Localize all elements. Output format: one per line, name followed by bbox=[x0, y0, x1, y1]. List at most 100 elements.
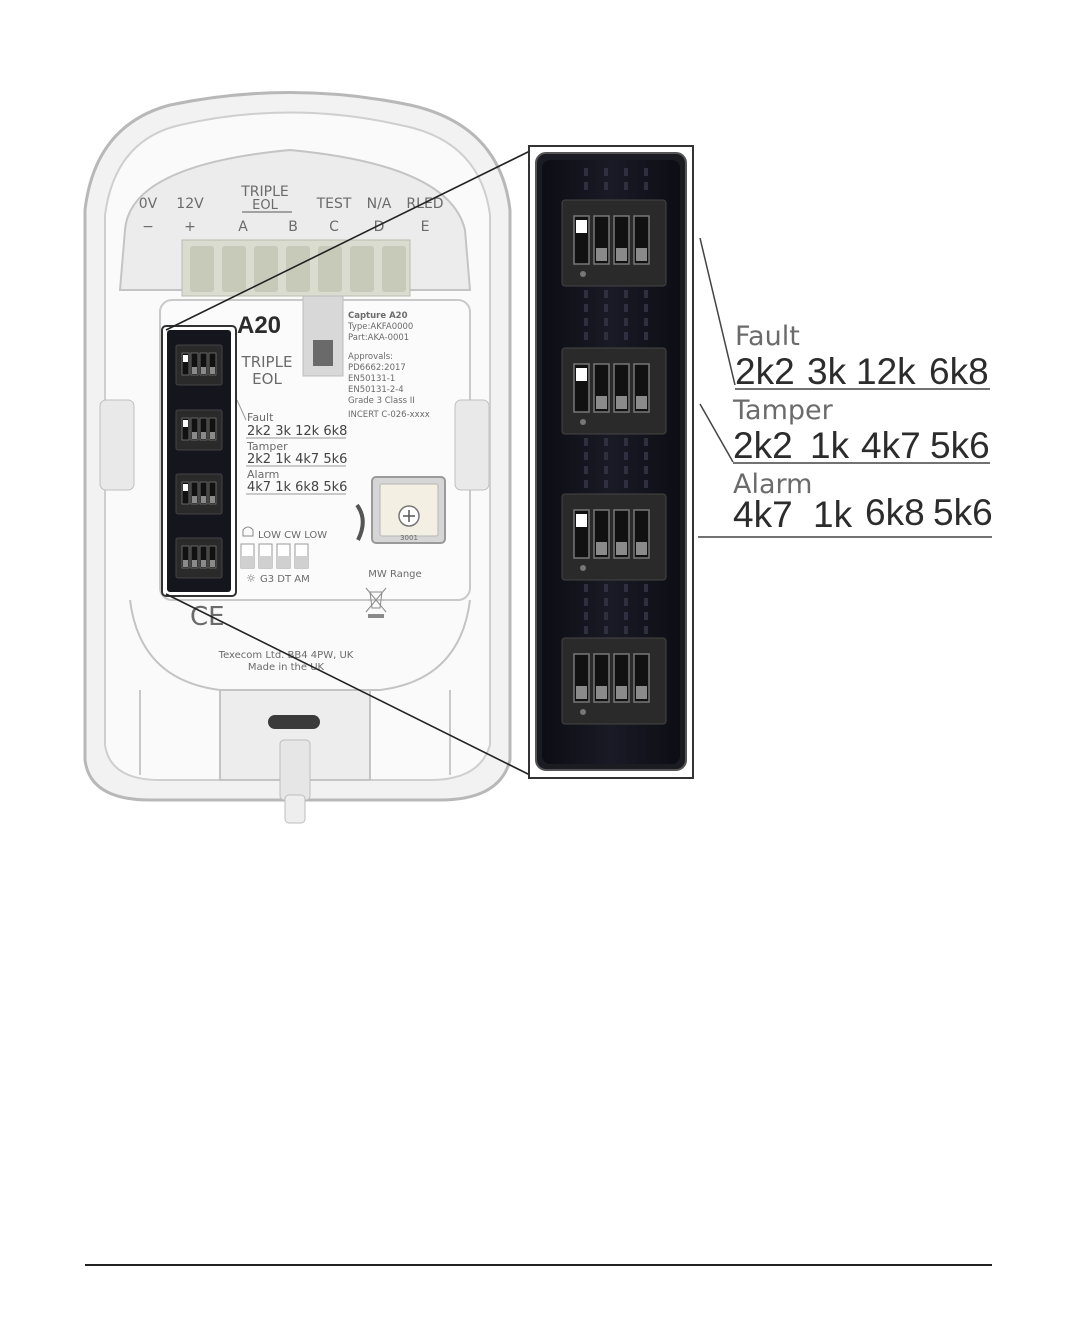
header-pin bbox=[644, 598, 648, 606]
approvals-line: PD6662:2017 bbox=[348, 363, 406, 373]
dip-switch-lever-off bbox=[636, 542, 647, 555]
small-dip-switch-slot bbox=[190, 352, 199, 376]
terminal-3-label: B bbox=[288, 219, 298, 235]
led-row-bottom-label: G3 DT AM bbox=[260, 574, 310, 585]
board-heading-line2: EOL bbox=[252, 370, 282, 388]
header-pin bbox=[644, 290, 648, 298]
dip-switch-lever-off bbox=[636, 396, 647, 409]
small-dip-switch-slot bbox=[181, 481, 190, 505]
header-pin bbox=[584, 480, 588, 488]
terminal-4-label: TEST bbox=[316, 196, 352, 212]
header-pin bbox=[624, 612, 628, 620]
dip-switch-lever-off bbox=[596, 248, 607, 261]
small-fault-label: Fault bbox=[247, 411, 274, 424]
header-pin bbox=[644, 182, 648, 190]
terminal-6-sign: E bbox=[421, 219, 430, 235]
terminal-0-label: 0V bbox=[139, 196, 158, 212]
header-pin bbox=[584, 612, 588, 620]
mw-range-label: MW Range bbox=[368, 569, 421, 580]
header-pin bbox=[604, 612, 608, 620]
approvals-line: Approvals: bbox=[348, 352, 393, 362]
board-labels: A20 TRIPLE EOL Fault 2k2 3k 12k 6k8 Tamp… bbox=[218, 311, 446, 673]
header-pin bbox=[624, 452, 628, 460]
small-fault-values: 2k2 3k 12k 6k8 bbox=[247, 424, 347, 439]
small-tamper-values: 2k2 1k 4k7 5k6 bbox=[247, 452, 347, 467]
led-config-block: LOW CW LOW ☼ G3 DT AM bbox=[240, 526, 327, 585]
header-pin bbox=[584, 598, 588, 606]
approvals-line: Part:AKA-0001 bbox=[348, 333, 409, 343]
header-pin bbox=[644, 626, 648, 634]
manufacturer-line1: Texecom Ltd. BB4 4PW, UK bbox=[218, 650, 354, 661]
header-pin bbox=[644, 318, 648, 326]
small-dip-switch-slot bbox=[199, 545, 208, 569]
tamper-value-1: 1k bbox=[810, 425, 850, 466]
header-pin bbox=[644, 480, 648, 488]
small-dip-switch-slot bbox=[181, 545, 190, 569]
mw-range-control: 3001 MW Range bbox=[355, 476, 446, 618]
small-dip-switch-lever bbox=[192, 432, 197, 439]
small-dip-switch-slot bbox=[208, 545, 217, 569]
small-dip-switch-block bbox=[175, 537, 223, 579]
small-dip-switch-lever bbox=[210, 496, 215, 503]
dip-switch-lever-off bbox=[616, 686, 627, 699]
fault-value-1: 3k bbox=[807, 351, 847, 392]
header-pin bbox=[584, 584, 588, 592]
alarm-value-0: 4k7 bbox=[733, 494, 793, 535]
dip-switch-lever-off bbox=[636, 248, 647, 261]
small-dip-switch-slot bbox=[208, 352, 217, 376]
approvals-line: EN50131-1 bbox=[348, 374, 395, 384]
small-dip-switch-slot bbox=[208, 417, 217, 441]
header-pin bbox=[644, 466, 648, 474]
small-dip-switch-lever bbox=[201, 496, 206, 503]
dip-switch-lever-off bbox=[616, 396, 627, 409]
header-pin bbox=[604, 626, 608, 634]
header-pin bbox=[624, 466, 628, 474]
small-dip-switch-slot bbox=[181, 417, 190, 441]
fault-label: Fault bbox=[735, 321, 800, 352]
alarm-value-2: 6k8 bbox=[865, 492, 925, 533]
header-pin bbox=[624, 584, 628, 592]
tamper-value-3: 5k6 bbox=[930, 425, 990, 466]
small-tamper-label: Tamper bbox=[246, 440, 288, 453]
header-pin bbox=[624, 168, 628, 176]
dip-switch-marker bbox=[580, 709, 586, 715]
dip-switch-lever-off bbox=[596, 542, 607, 555]
small-dip-switch-lever bbox=[183, 355, 188, 362]
header-pin bbox=[624, 182, 628, 190]
header-pin bbox=[624, 304, 628, 312]
header-pin bbox=[624, 626, 628, 634]
header-pin bbox=[624, 480, 628, 488]
small-dip-switch-lever bbox=[183, 560, 188, 567]
led-row-top-label: LOW CW LOW bbox=[258, 530, 327, 541]
header-pin bbox=[644, 332, 648, 340]
header-pin bbox=[604, 480, 608, 488]
dip-switch-marker bbox=[580, 419, 586, 425]
header-pin bbox=[604, 168, 608, 176]
small-dip-switch-slot bbox=[199, 352, 208, 376]
small-dip-switch-slot bbox=[208, 481, 217, 505]
small-dip-switch-lever bbox=[183, 420, 188, 427]
bell-icon bbox=[242, 526, 254, 537]
header-pin bbox=[624, 598, 628, 606]
dip-switch-lever-on bbox=[576, 220, 587, 233]
header-pin bbox=[584, 466, 588, 474]
header-pin bbox=[584, 168, 588, 176]
header-pin bbox=[584, 318, 588, 326]
small-dip-switch-slot bbox=[199, 481, 208, 505]
header-pin bbox=[644, 168, 648, 176]
header-pin bbox=[584, 182, 588, 190]
approvals-line: INCERT C-026-xxxx bbox=[348, 410, 430, 420]
small-dip-switch-lever bbox=[210, 367, 215, 374]
small-dip-switch-lever bbox=[183, 484, 188, 491]
tamper-value-2: 4k7 bbox=[861, 425, 921, 466]
dip-switch-lever-off bbox=[636, 686, 647, 699]
header-pin bbox=[584, 290, 588, 298]
alarm-label: Alarm bbox=[733, 469, 812, 500]
approvals-line: EN50131-2-4 bbox=[348, 385, 404, 395]
manufacturer-line2: Made in the UK bbox=[248, 662, 325, 673]
triple-eol-header-line1: TRIPLE bbox=[240, 184, 289, 200]
small-dip-switch-lever bbox=[201, 432, 206, 439]
fault-value-0: 2k2 bbox=[735, 351, 795, 392]
fault-value-2: 12k bbox=[856, 351, 916, 392]
